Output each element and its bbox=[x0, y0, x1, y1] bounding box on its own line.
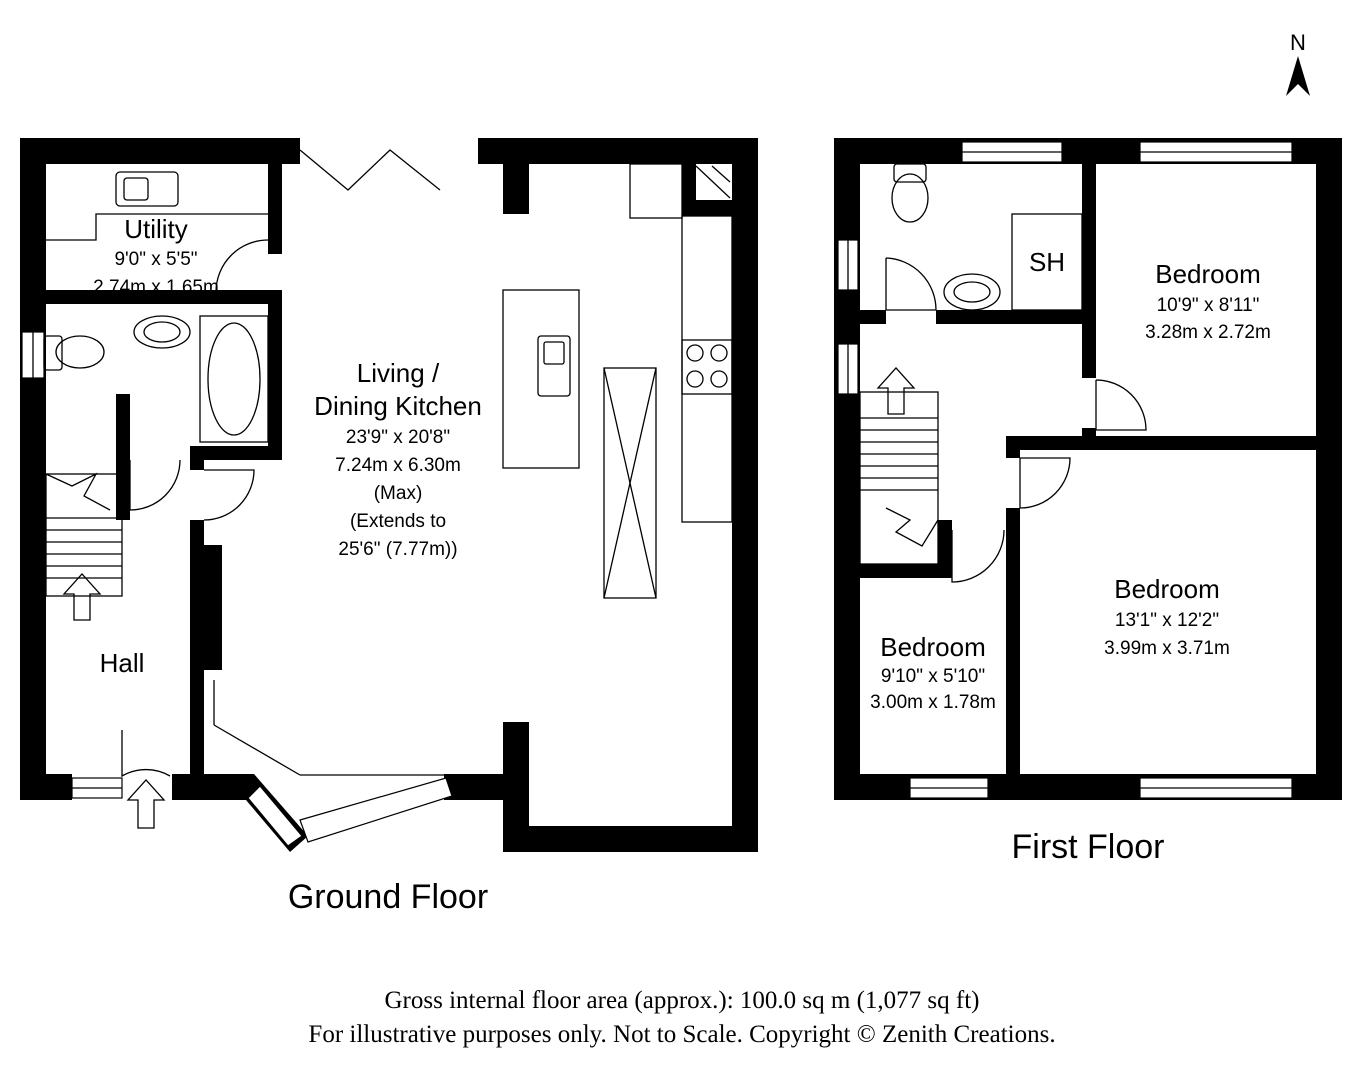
wall bbox=[682, 164, 696, 214]
door-swing bbox=[215, 239, 269, 293]
kitchen-worktop bbox=[681, 215, 733, 523]
living-label-line1: Living / bbox=[357, 358, 440, 388]
basin-icon bbox=[943, 273, 1001, 311]
bedroom-sw-metric: 3.00m x 1.78m bbox=[870, 692, 996, 713]
bedroom-ne-imperial: 10'9" x 8'11" bbox=[1157, 295, 1260, 316]
wall bbox=[1316, 138, 1342, 800]
bedroom-se-imperial: 13'1" x 12'2" bbox=[1115, 610, 1219, 631]
wall bbox=[1082, 138, 1096, 378]
door-swing bbox=[1019, 457, 1071, 509]
wall bbox=[834, 138, 860, 800]
wall bbox=[732, 138, 758, 852]
bifold-doors bbox=[299, 149, 441, 191]
living-metric: 7.24m x 6.30m bbox=[335, 455, 461, 476]
bedroom-ne-metric: 3.28m x 2.72m bbox=[1145, 322, 1271, 343]
door-swing bbox=[1095, 379, 1147, 431]
shower-label: SH bbox=[1029, 247, 1065, 277]
sink-icon bbox=[115, 171, 179, 207]
living-imperial: 23'9" x 20'8" bbox=[346, 427, 450, 448]
living-note-max: (Max) bbox=[374, 483, 423, 504]
toilet-icon bbox=[891, 173, 929, 223]
wall bbox=[116, 394, 130, 520]
wall bbox=[190, 446, 282, 460]
wall bbox=[444, 774, 529, 800]
kitchen-island bbox=[502, 289, 580, 469]
toilet-icon bbox=[55, 335, 105, 369]
kitchen-unit bbox=[629, 163, 683, 219]
wall bbox=[268, 290, 282, 460]
utility-label: Utility bbox=[124, 214, 188, 244]
wall bbox=[478, 138, 758, 164]
floor-area-note: Gross internal floor area (approx.): 100… bbox=[385, 987, 980, 1014]
bath-icon bbox=[199, 315, 269, 443]
compass: N bbox=[1286, 30, 1310, 96]
wall bbox=[1006, 508, 1020, 800]
staircase bbox=[859, 367, 939, 565]
bedroom-sw-imperial: 9'10" x 5'10" bbox=[881, 666, 985, 687]
living-label-line2: Dining Kitchen bbox=[314, 391, 482, 421]
hob-icon bbox=[681, 339, 733, 395]
bedroom-se-label: Bedroom bbox=[1114, 574, 1220, 604]
ground-floor-plan: Utility 9'0" x 5'5" 2.74m x 1.65m Living… bbox=[20, 138, 758, 916]
door-swing bbox=[129, 459, 181, 511]
door-swing bbox=[121, 730, 171, 778]
wall bbox=[503, 826, 758, 852]
basin-icon bbox=[133, 315, 191, 349]
living-note-extends-value: 25'6" (7.77m)) bbox=[338, 539, 457, 560]
utility-imperial: 9'0" x 5'5" bbox=[114, 249, 197, 270]
entrance-arrow-icon bbox=[126, 779, 166, 829]
first-floor-plan: SH Bedroom 10'9" x 8'11" 3.28m x 2.72m B… bbox=[834, 138, 1342, 866]
wall bbox=[503, 164, 529, 214]
door-swing bbox=[885, 257, 937, 311]
bedroom-se-metric: 3.99m x 3.71m bbox=[1104, 638, 1230, 659]
wall bbox=[860, 310, 886, 324]
first-floor-title: First Floor bbox=[1012, 828, 1165, 866]
wall bbox=[20, 138, 46, 800]
sink-icon bbox=[537, 335, 571, 397]
wall bbox=[936, 310, 1096, 324]
wall bbox=[20, 290, 282, 304]
wall bbox=[20, 774, 72, 800]
window bbox=[247, 785, 303, 847]
wall bbox=[204, 545, 222, 670]
staircase bbox=[45, 472, 123, 621]
stairs-up-arrow-icon bbox=[876, 367, 916, 415]
wall bbox=[1006, 436, 1342, 450]
hall-label: Hall bbox=[100, 648, 145, 678]
wall bbox=[268, 164, 282, 254]
ground-floor-title: Ground Floor bbox=[288, 878, 488, 916]
wall bbox=[860, 564, 952, 578]
door-swing bbox=[951, 529, 1005, 583]
north-arrow-icon bbox=[1286, 56, 1310, 96]
stairs-up-arrow-icon bbox=[62, 573, 102, 621]
copyright-note: For illustrative purposes only. Not to S… bbox=[308, 1021, 1055, 1048]
wall bbox=[1006, 436, 1020, 458]
utility-metric: 2.74m x 1.65m bbox=[93, 277, 219, 298]
window bbox=[299, 777, 453, 843]
living-note-extends: (Extends to bbox=[350, 511, 446, 532]
wall bbox=[172, 774, 254, 800]
table-or-rooflight bbox=[603, 367, 657, 599]
wall bbox=[938, 520, 952, 578]
bedroom-ne-label: Bedroom bbox=[1155, 259, 1261, 289]
door-swing bbox=[203, 469, 255, 521]
shower-tray bbox=[1011, 213, 1083, 311]
compass-label: N bbox=[1290, 30, 1306, 55]
bedroom-sw-label: Bedroom bbox=[880, 632, 986, 662]
wall bbox=[190, 520, 204, 800]
wall bbox=[190, 446, 204, 470]
wall bbox=[20, 138, 300, 164]
